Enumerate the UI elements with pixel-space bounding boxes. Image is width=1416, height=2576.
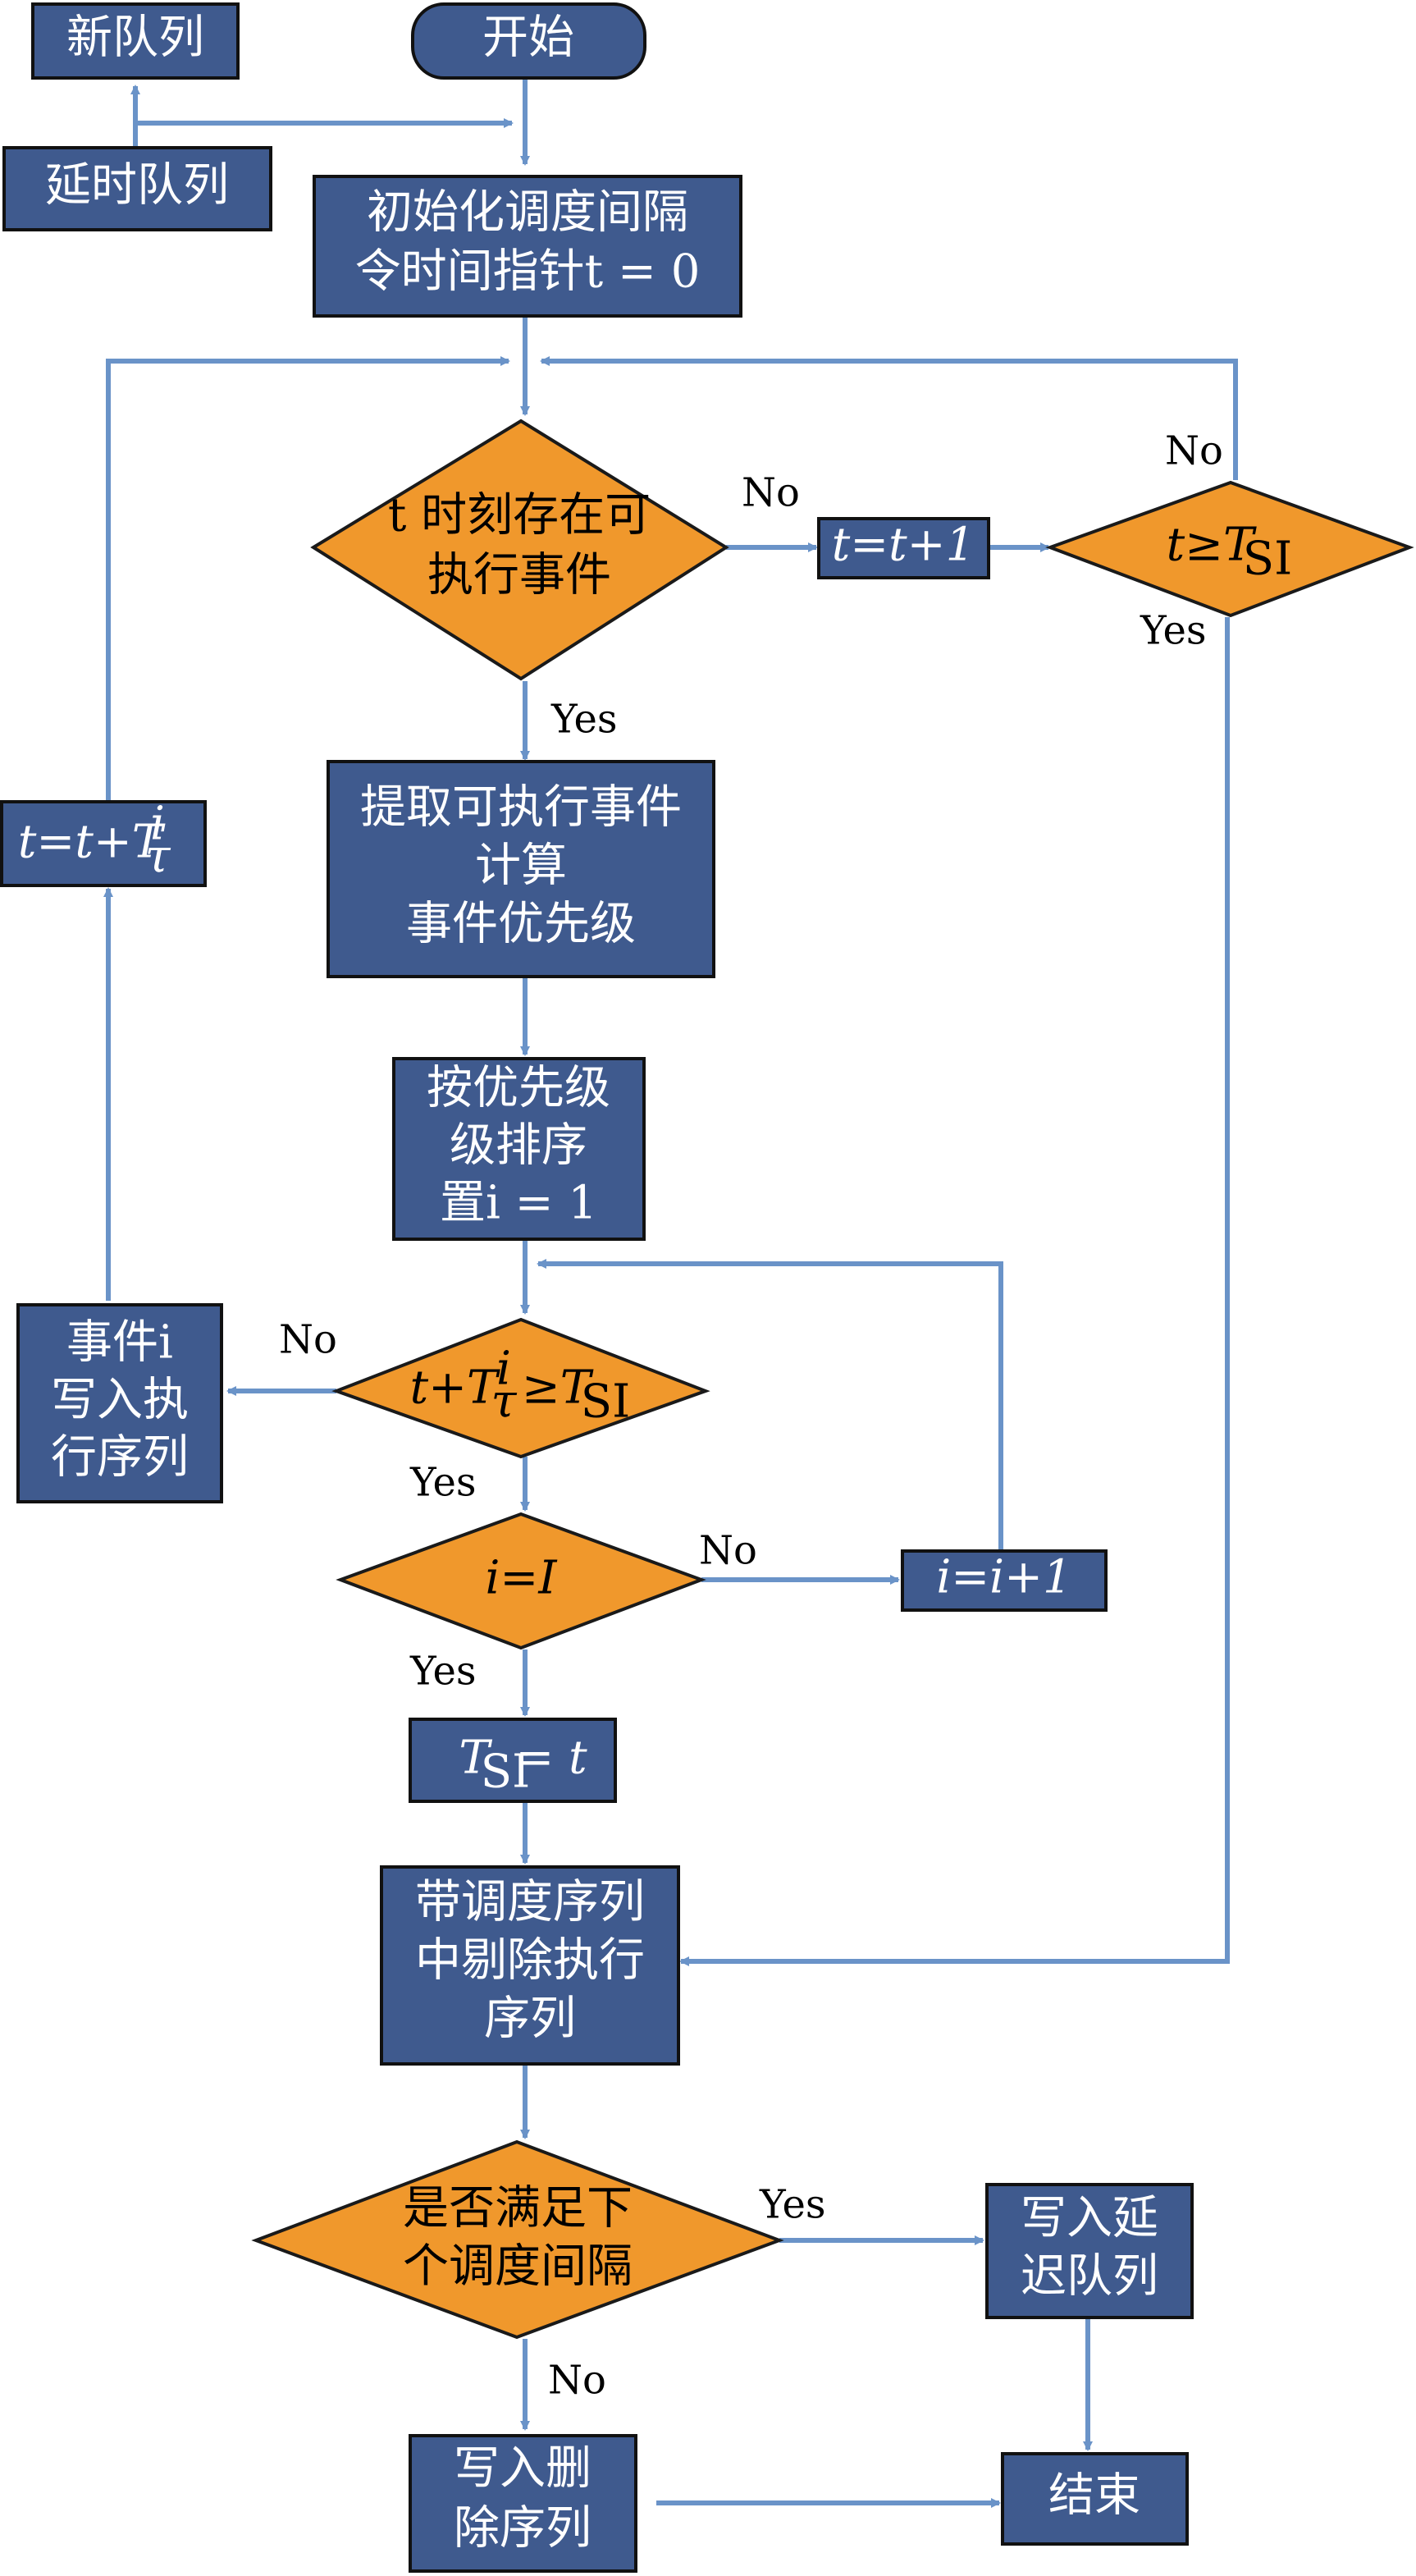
node-write-exec: 事件i 写入执 行序列 (16, 1303, 223, 1503)
check-tail-sub: SI (581, 1375, 630, 1429)
write-exec-line-1: 事件i (66, 1316, 173, 1370)
extract-line-1: 提取可执行事件 (360, 781, 682, 835)
tsi-eq-t-sub: SI (481, 1746, 530, 1799)
label-d1-yes: Yes (550, 697, 618, 743)
start-text: 开始 (482, 11, 574, 65)
check-tail: ≥T (522, 1361, 594, 1415)
tsi-eq-t-tail: = t (515, 1732, 587, 1785)
node-sort: 按优先级 级排序 置i = 1 (392, 1057, 646, 1241)
write-delay-line-1: 写入延 (1021, 2192, 1158, 2245)
i-inc-text: i=i+1 (936, 1551, 1071, 1604)
label-iI-no: No (699, 1528, 757, 1574)
label-check-no: No (279, 1317, 337, 1363)
node-delay-queue: 延时队列 (2, 146, 272, 231)
remove-line-3: 序列 (484, 1993, 576, 2046)
arrow-right-loop (540, 356, 1238, 480)
arrow-left-loop (106, 356, 510, 800)
write-delay-line-2: 迟队列 (1021, 2250, 1158, 2304)
decision-i-eq-I: i=I (336, 1512, 706, 1650)
t-ge-tsi-sub: SI (1243, 533, 1292, 586)
i-eq-I-text: i=I (486, 1552, 559, 1605)
write-delete-line-1: 写入删 (454, 2442, 592, 2496)
check-text: t+T (410, 1361, 500, 1415)
node-new-queue: 新队列 (31, 2, 240, 80)
extract-line-2: 计算 (475, 840, 567, 893)
new-queue-text: 新队列 (66, 11, 204, 65)
t-ge-tsi-text: t≥T (1167, 519, 1257, 572)
node-write-delay: 写入延 迟队列 (985, 2183, 1194, 2319)
label-iI-yes: Yes (409, 1649, 477, 1695)
init-line-1: 初始化调度间隔 (367, 186, 688, 240)
check-sub: τ (491, 1375, 518, 1429)
label-tge-yes: Yes (1140, 608, 1207, 654)
node-init: 初始化调度间隔 令时间指针t = 0 (313, 175, 742, 318)
exec-exists-line-2: 执行事件 (427, 549, 611, 602)
node-i-inc: i=i+1 (901, 1549, 1108, 1612)
label-d1-no: No (742, 470, 800, 516)
exec-exists-line-1: t 时刻存在可 (388, 489, 651, 542)
decision-check: t+T i τ ≥T SI (331, 1317, 710, 1459)
sort-line-3: 置i = 1 (440, 1177, 597, 1230)
t-plus-t-sub: τ (145, 830, 171, 884)
tsi-eq-t-text: T (459, 1732, 492, 1785)
node-extract: 提取可执行事件 计算 事件优先级 (327, 760, 715, 978)
write-exec-line-3: 行序列 (51, 1431, 189, 1485)
label-check-yes: Yes (409, 1460, 477, 1506)
init-line-2: 令时间指针t = 0 (355, 245, 701, 299)
sort-line-2: 级排序 (450, 1119, 587, 1173)
label-satisfy-yes: Yes (759, 2182, 826, 2228)
write-exec-line-2: 写入执 (51, 1374, 189, 1427)
node-t-plus-t: t=t+T i τ (0, 798, 207, 887)
node-remove: 带调度序列 中剔除执行 序列 (380, 1865, 680, 2066)
t-plus-t-text: t=t+T (18, 816, 166, 869)
extract-line-3: 事件优先级 (406, 898, 636, 951)
t-inc-text: t=t+1 (832, 519, 975, 572)
write-delete-line-2: 除序列 (454, 2502, 592, 2555)
t-plus-t-sup: i (150, 798, 165, 851)
arrow-iinc-loop (537, 1259, 1003, 1551)
decision-t-ge-tsi: t≥T SI (1045, 480, 1414, 618)
delay-queue-text: 延时队列 (45, 159, 229, 213)
node-end: 结束 (1001, 2452, 1189, 2546)
remove-line-1: 带调度序列 (415, 1876, 645, 1929)
end-text: 结束 (1048, 2469, 1140, 2523)
node-write-delete: 写入删 除序列 (409, 2434, 637, 2573)
check-sup: i (496, 1343, 511, 1396)
satisfy-line-1: 是否满足下 (403, 2182, 633, 2235)
arrow-tge-yes (679, 617, 1230, 1966)
label-tge-no: No (1165, 428, 1223, 474)
node-tsi-eq-t: T SI = t (409, 1718, 617, 1803)
label-satisfy-no: No (548, 2358, 606, 2404)
connectors (103, 78, 1238, 2508)
branch-labels: No No Yes Yes No Yes No Yes Yes No (279, 428, 1223, 2404)
node-start: 开始 (411, 2, 646, 80)
decision-satisfy: 是否满足下 个调度间隔 (251, 2139, 784, 2340)
node-t-inc: t=t+1 (817, 517, 990, 579)
sort-line-1: 按优先级 (427, 1062, 610, 1115)
decision-exec-exists: t 时刻存在可 执行事件 (310, 419, 729, 681)
satisfy-line-2: 个调度间隔 (403, 2240, 633, 2294)
remove-line-2: 中剔除执行 (415, 1934, 645, 1988)
